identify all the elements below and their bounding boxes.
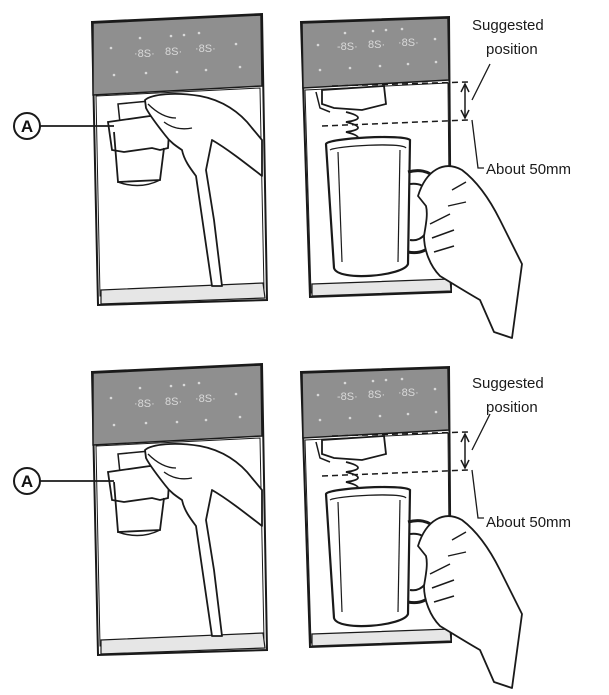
suggested-position-label-line1: Suggested: [472, 17, 544, 34]
dispenser-hand-press-illustration: [91, 363, 268, 656]
distance-label: About 50mm: [486, 161, 571, 178]
distance-label: About 50mm: [486, 514, 571, 531]
suggested-position-label-line1: Suggested: [472, 375, 544, 392]
marker-a-label: A: [21, 117, 33, 136]
suggested-position-label-line2: position: [486, 41, 538, 58]
marker-a-callout: A: [13, 467, 114, 495]
dispenser-hand-press-illustration: [91, 13, 268, 306]
marker-a-label: A: [21, 472, 33, 491]
dispenser-step-row-2: A Suggested position About 50mm: [13, 363, 571, 690]
suggested-position-label-line2: position: [486, 399, 538, 416]
marker-a-callout: A: [13, 112, 114, 140]
dispenser-step-row-1: A Suggested position About 50mm: [13, 13, 571, 340]
